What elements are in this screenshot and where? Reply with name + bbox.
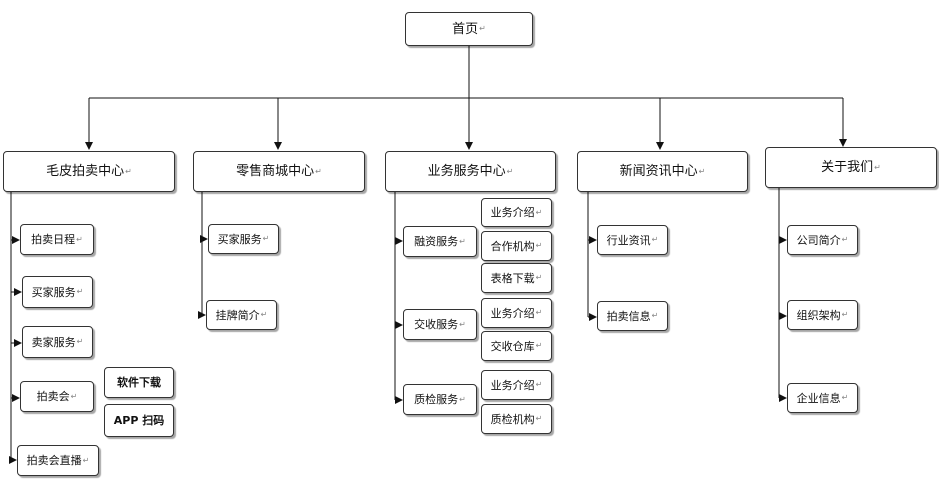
item-financing-business-intro: 业务介绍↵ [481,198,552,227]
item-label: 拍卖信息 [606,309,651,323]
item-inspection-business-intro: 业务介绍↵ [481,370,552,400]
paragraph-mark-icon: ↵ [459,319,466,329]
section-retail-mall-center: 零售商城中心↵ [193,151,365,192]
item-label: 组织架构 [796,308,841,322]
item-form-download: 表格下载↵ [481,263,552,293]
paragraph-mark-icon: ↵ [76,337,84,346]
section-label: 毛皮拍卖中心 [46,164,125,179]
item-software-download: 软件下载 [104,367,174,398]
paragraph-mark-icon: ↵ [841,235,849,244]
item-label: 行业资讯 [606,233,651,247]
item-label: 卖家服务 [31,335,76,349]
item-label: 企业信息 [796,391,841,405]
item-auction-info: 拍卖信息↵ [597,301,668,331]
item-auction-meeting: 拍卖会↵ [20,381,94,412]
item-retail-buyer-service: 买家服务↵ [208,224,279,254]
paragraph-mark-icon: ↵ [874,162,881,172]
paragraph-mark-icon: ↵ [535,380,543,389]
item-label: 挂牌简介 [215,308,260,322]
item-label: 业务介绍 [490,378,535,392]
paragraph-mark-icon: ↵ [698,166,706,176]
paragraph-mark-icon: ↵ [535,341,543,350]
item-org-structure: 组织架构↵ [787,300,858,330]
item-label: 买家服务 [217,232,262,246]
item-industry-news: 行业资讯↵ [597,225,668,255]
item-delivery-service: 交收服务↵ [403,309,477,340]
paragraph-mark-icon: ↵ [70,391,78,401]
paragraph-mark-icon: ↵ [841,393,849,402]
section-label: 业务服务中心 [427,164,506,179]
item-label: 拍卖日程 [31,233,76,246]
item-label: 拍卖会直播 [26,454,82,467]
item-label: 质检服务 [414,393,459,406]
item-financing-service: 融资服务↵ [403,226,477,257]
section-fur-auction-center: 毛皮拍卖中心↵ [3,151,175,192]
item-enterprise-info: 企业信息↵ [787,383,858,413]
paragraph-mark-icon: ↵ [651,311,659,320]
paragraph-mark-icon: ↵ [459,394,466,404]
paragraph-mark-icon: ↵ [125,166,132,176]
section-label: 新闻资讯中心 [619,164,698,179]
item-listing-intro: 挂牌简介↵ [206,300,277,330]
paragraph-mark-icon: ↵ [262,234,270,243]
item-label: 拍卖会 [36,390,70,403]
item-label: APP 扫码 [113,414,165,427]
item-label: 交收仓库 [490,339,535,353]
item-label: 合作机构 [490,239,535,253]
paragraph-mark-icon: ↵ [315,166,322,176]
item-app-scan: APP 扫码 [104,404,174,437]
paragraph-mark-icon: ↵ [535,273,543,282]
item-label: 质检机构 [490,412,535,426]
paragraph-mark-icon: ↵ [506,166,514,176]
item-inspection-service: 质检服务↵ [403,384,477,415]
paragraph-mark-icon: ↵ [82,455,90,465]
paragraph-mark-icon: ↵ [651,235,659,244]
item-delivery-warehouse: 交收仓库↵ [481,331,552,361]
paragraph-mark-icon: ↵ [76,234,83,244]
item-label: 表格下载 [490,271,535,285]
item-auction-live: 拍卖会直播↵ [17,445,99,476]
item-label: 业务介绍 [490,206,535,219]
paragraph-mark-icon: ↵ [479,24,486,33]
section-label: 零售商城中心 [236,164,315,179]
item-partner-institutions: 合作机构↵ [481,231,552,261]
item-seller-service: 卖家服务↵ [22,326,93,358]
paragraph-mark-icon: ↵ [841,310,849,319]
paragraph-mark-icon: ↵ [459,236,466,246]
item-label: 买家服务 [31,285,76,299]
item-label: 公司简介 [796,233,841,247]
paragraph-mark-icon: ↵ [76,287,84,296]
paragraph-mark-icon: ↵ [535,308,543,317]
paragraph-mark-icon: ↵ [535,207,543,217]
item-label: 交收服务 [414,318,459,331]
item-inspection-institutions: 质检机构↵ [481,404,552,434]
section-business-service-center: 业务服务中心↵ [385,151,556,192]
item-label: 业务介绍 [490,306,535,320]
item-label: 软件下载 [117,376,161,389]
item-auction-schedule: 拍卖日程↵ [20,224,94,255]
item-company-intro: 公司简介↵ [787,225,858,255]
item-buyer-service: 买家服务↵ [22,276,93,308]
root-node: 首页↵ [405,12,533,46]
paragraph-mark-icon: ↵ [535,414,543,423]
item-label: 融资服务 [414,235,459,248]
section-news-center: 新闻资讯中心↵ [577,151,748,192]
paragraph-mark-icon: ↵ [535,241,543,250]
paragraph-mark-icon: ↵ [260,310,268,319]
root-label: 首页 [452,21,479,37]
section-about-us: 关于我们↵ [765,147,937,188]
section-label: 关于我们 [821,160,874,175]
item-delivery-business-intro: 业务介绍↵ [481,298,552,328]
